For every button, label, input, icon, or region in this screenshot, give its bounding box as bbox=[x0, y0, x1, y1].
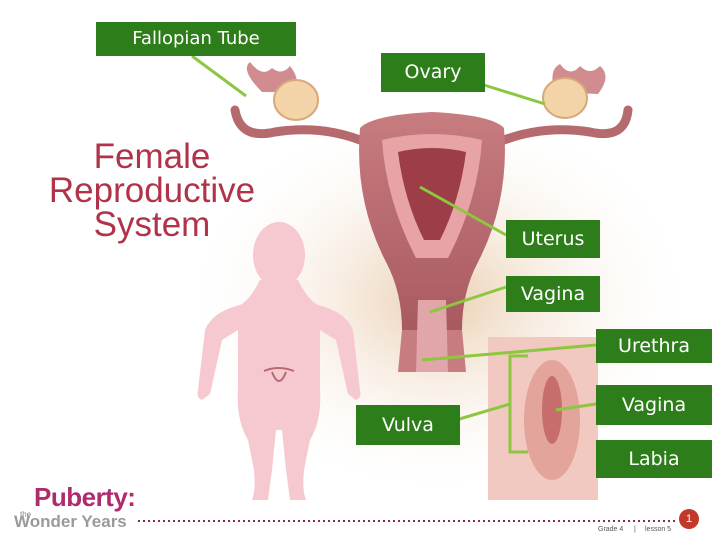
title-line-1: Female bbox=[93, 137, 211, 176]
title-line-2: Reproductive bbox=[48, 171, 256, 210]
ovary-right bbox=[542, 77, 588, 119]
footer-grade: Grade 4 bbox=[598, 526, 624, 533]
leader-uterus bbox=[419, 185, 507, 237]
label-labia: Labia bbox=[596, 440, 712, 478]
label-uterus: Uterus bbox=[506, 220, 600, 258]
title-line-3: System bbox=[93, 205, 211, 244]
label-vagina-external: Vagina bbox=[596, 385, 712, 425]
small-uterus-icon bbox=[263, 367, 295, 382]
leader-vagina bbox=[429, 285, 507, 314]
leader-fallopian-tube bbox=[191, 54, 247, 98]
label-vagina: Vagina bbox=[506, 276, 600, 312]
label-ovary: Ovary bbox=[381, 53, 485, 92]
label-fallopian-tube: Fallopian Tube bbox=[96, 22, 296, 56]
fallopian-tube-left bbox=[230, 105, 365, 145]
vagina-inner bbox=[416, 300, 448, 372]
leader-urethra bbox=[421, 343, 597, 362]
logo-subtitle: Wonder Years bbox=[14, 512, 127, 531]
vulva-bracket bbox=[455, 354, 528, 454]
label-vulva: Vulva bbox=[356, 405, 460, 445]
body-silhouette bbox=[197, 222, 361, 500]
footer-separator: | bbox=[634, 526, 636, 533]
page-title: Female Reproductive System bbox=[18, 137, 286, 244]
fallopian-tube-right bbox=[499, 105, 633, 145]
ovary-left bbox=[273, 79, 319, 121]
footer-lesson: lesson 5 bbox=[645, 526, 672, 533]
logo-brand: Puberty: bbox=[34, 482, 136, 512]
label-urethra: Urethra bbox=[596, 329, 712, 363]
vulva-inner bbox=[542, 376, 562, 444]
leader-ovary bbox=[483, 83, 546, 106]
leader-vagina-external bbox=[555, 402, 597, 412]
page-number-badge: 1 bbox=[679, 509, 699, 529]
logo-the: the bbox=[20, 510, 32, 519]
